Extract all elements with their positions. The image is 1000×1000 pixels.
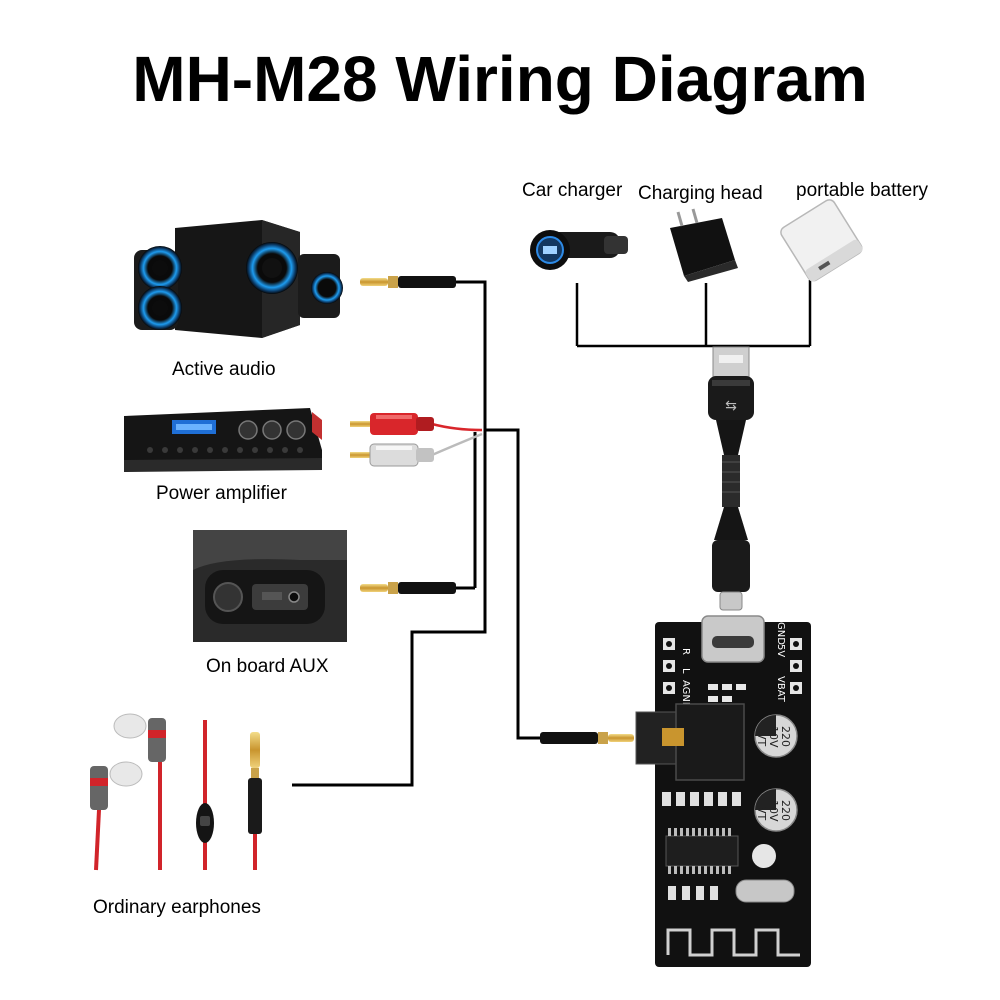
- pin-label-r: R: [680, 648, 691, 655]
- earphones-icon: [90, 713, 262, 871]
- mh-m28-board: R L AGND 5V GND VBAT 220 10V VT 220 10V: [635, 615, 811, 967]
- car-charger-label: Car charger: [522, 180, 623, 201]
- rca-white-wire: [431, 432, 483, 457]
- aux-plug-car: [360, 582, 456, 594]
- cap2-brand: VT: [755, 806, 768, 821]
- pin-label-gnd: GND: [775, 622, 786, 645]
- rca-plug-white: [350, 443, 434, 467]
- cap1-voltage: 10V: [767, 726, 780, 748]
- usb-cable: ⇆: [708, 346, 754, 611]
- active-speaker-icon: [134, 220, 343, 338]
- portable-battery-label: portable battery: [796, 180, 929, 201]
- cap1-brand: VT: [755, 732, 768, 747]
- charging-head-label: Charging head: [638, 183, 763, 204]
- rca-plug-red: [350, 413, 434, 435]
- on-board-aux-label: On board AUX: [206, 656, 329, 677]
- cap2-voltage: 10V: [767, 800, 780, 822]
- car-aux-port-icon: [193, 530, 347, 642]
- cap1-value: 220: [779, 726, 792, 747]
- portable-battery-icon: [780, 199, 863, 282]
- pin-label-l: L: [680, 668, 691, 674]
- ordinary-earphones-label: Ordinary earphones: [93, 897, 261, 918]
- pin-label-5v: 5V: [775, 644, 786, 657]
- power-distribution-lines: [575, 280, 812, 348]
- charging-head-icon: [670, 208, 738, 282]
- audio-cable-lines: [292, 280, 540, 787]
- power-amplifier-label: Power amplifier: [156, 483, 287, 504]
- page-title: MH-M28 Wiring Diagram: [132, 43, 868, 115]
- aux-plug-board: [540, 732, 634, 744]
- power-amplifier-icon: [124, 408, 322, 472]
- pin-label-agnd: AGND: [680, 680, 691, 710]
- svg-text:⇆: ⇆: [725, 398, 737, 414]
- rca-red-wire: [431, 422, 483, 432]
- cap2-value: 220: [779, 800, 792, 821]
- car-charger-icon: [530, 230, 628, 270]
- pin-label-vbat: VBAT: [775, 676, 786, 703]
- active-audio-label: Active audio: [172, 359, 276, 380]
- aux-plug-active-audio: [360, 276, 456, 288]
